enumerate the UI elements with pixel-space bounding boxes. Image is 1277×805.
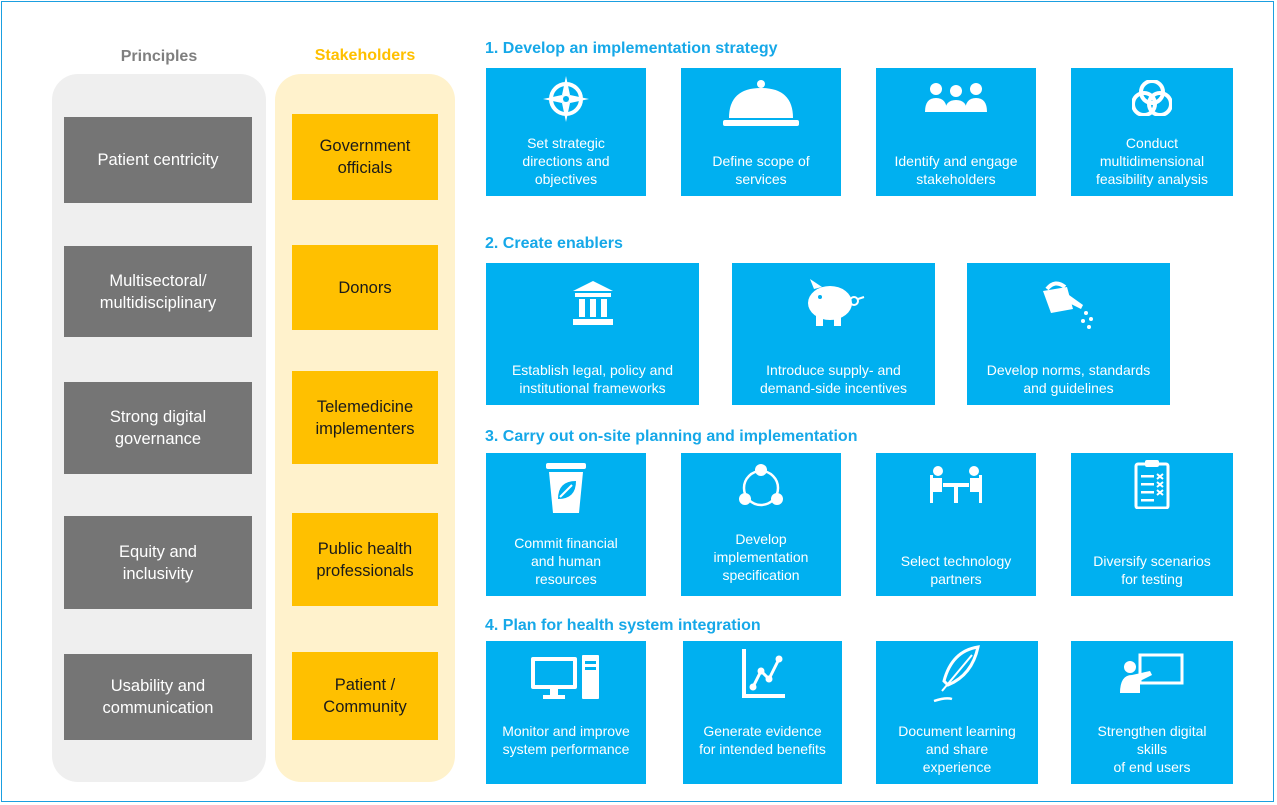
section-2-title: 2. Create enablers (485, 235, 623, 252)
tile-label: Commit financial and human resources (514, 535, 618, 587)
section-3-title: 3. Carry out on-site planning and implem… (485, 428, 858, 445)
tile-generate-evidence: Generate evidence for intended benefits (683, 641, 842, 784)
principle-box-digital-governance: Strong digital governance (64, 382, 252, 474)
tile-label: Diversify scenarios for testing (1093, 553, 1211, 587)
cycle-nodes-icon (736, 463, 786, 514)
principle-box-patient-centricity: Patient centricity (64, 117, 252, 203)
stakeholders-title: Stakeholders (314, 47, 416, 64)
checklist-clipboard-icon (1134, 459, 1170, 514)
stakeholder-box-government: Government officials (292, 114, 438, 200)
section-4-title: 4. Plan for health system integration (485, 617, 761, 634)
principle-box-equity: Equity and inclusivity (64, 516, 252, 609)
tile-label: Conduct multidimensional feasibility ana… (1095, 135, 1209, 187)
tile-implementation-spec: Develop implementation specification (681, 453, 841, 596)
tile-label: Set strategic directions and objectives (522, 135, 610, 187)
institution-building-icon (572, 281, 613, 330)
principle-box-multisectoral: Multisectoral/ multidisciplinary (64, 246, 252, 337)
tile-technology-partners: Select technology partners (876, 453, 1036, 596)
tile-label: Identify and engage stakeholders (894, 153, 1018, 187)
desktop-computer-icon (531, 655, 601, 706)
piggy-bank-icon (802, 279, 866, 332)
compass-icon (541, 76, 591, 127)
tile-norms-standards: Develop norms, standards and guidelines (967, 263, 1170, 405)
stakeholder-box-donors: Donors (292, 245, 438, 330)
principles-title: Principles (120, 48, 198, 65)
tile-engage-stakeholders: Identify and engage stakeholders (876, 68, 1036, 196)
tile-label: Introduce supply- and demand-side incent… (759, 362, 908, 396)
tile-label: Document learning and share experience (898, 723, 1016, 775)
tile-label: Develop norms, standards and guidelines (986, 362, 1151, 396)
stakeholder-box-patient-community: Patient / Community (292, 652, 438, 740)
tile-label: Develop implementation specification (713, 531, 809, 583)
people-group-icon (924, 82, 988, 117)
tile-incentives: Introduce supply- and demand-side incent… (732, 263, 935, 405)
principle-box-usability: Usability and communication (64, 654, 252, 740)
tile-label: Establish legal, policy and institutiona… (511, 362, 674, 396)
presenter-board-icon (1120, 653, 1184, 698)
tile-document-learning: Document learning and share experience (876, 641, 1038, 784)
line-graph-icon (741, 649, 785, 704)
tile-strengthen-skills: Strengthen digital skills of end users (1071, 641, 1233, 784)
stakeholder-box-public-health: Public health professionals (292, 513, 438, 606)
tile-strategic-directions: Set strategic directions and objectives (486, 68, 646, 196)
watering-can-icon (1039, 275, 1099, 334)
section-1-title: 1. Develop an implementation strategy (485, 40, 778, 57)
tile-label: Define scope of services (712, 153, 810, 187)
quill-feather-icon (932, 645, 982, 708)
tile-label: Strengthen digital skills of end users (1097, 723, 1207, 775)
tile-label: Generate evidence for intended benefits (699, 723, 826, 757)
stakeholder-box-telemedicine: Telemedicine implementers (292, 371, 438, 464)
meeting-table-icon (929, 465, 983, 510)
cloche-icon (721, 78, 801, 133)
bin-leaf-icon (546, 463, 586, 518)
tile-diversify-scenarios: Diversify scenarios for testing (1071, 453, 1233, 596)
tile-label: Select technology partners (900, 553, 1012, 587)
tile-label: Monitor and improve system performance (502, 723, 630, 757)
venn-circles-icon (1131, 79, 1173, 121)
tile-legal-frameworks: Establish legal, policy and institutiona… (486, 263, 699, 405)
tile-scope-of-services: Define scope of services (681, 68, 841, 196)
tile-monitor-performance: Monitor and improve system performance (486, 641, 646, 784)
tile-commit-resources: Commit financial and human resources (486, 453, 646, 596)
tile-feasibility-analysis: Conduct multidimensional feasibility ana… (1071, 68, 1233, 196)
